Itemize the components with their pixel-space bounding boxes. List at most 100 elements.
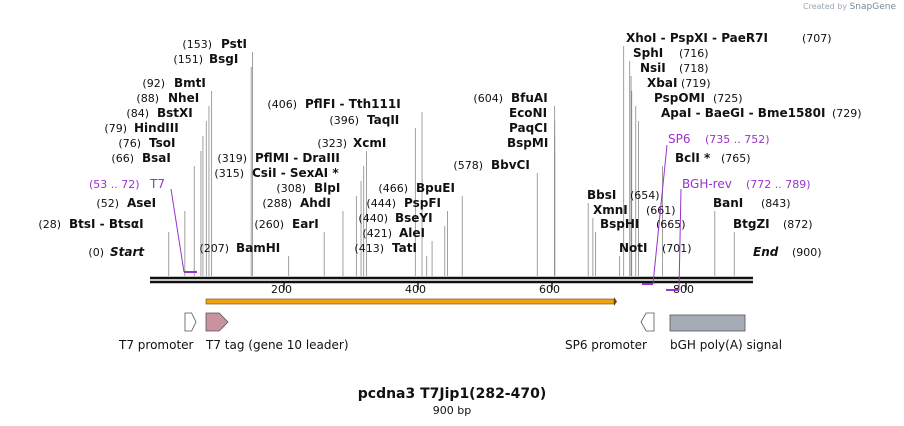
watermark-brand: SnapGene (849, 2, 896, 12)
site-position: (444) (366, 197, 396, 210)
site-bmti: BmtI (92) (142, 76, 213, 276)
restriction-sites: PstI(153)BsgI(151)BmtI(92)NheI(88)BstXI(… (38, 31, 862, 276)
site-bseyi: BseYI(440) (358, 211, 446, 276)
site-bsphi: BspHI(665) (595, 217, 686, 276)
site-name: BfuAI (511, 91, 548, 105)
site-name: BtsI - BtsαI (69, 217, 144, 231)
site-name: PspFI (404, 196, 441, 210)
site-name: AhdI (300, 196, 331, 210)
site-asei: AseI(52) (96, 196, 186, 276)
site-position: (319) (217, 152, 247, 165)
site-position: (665) (656, 218, 686, 231)
site-hindiii: HindIII(79) (104, 121, 204, 276)
endpoint-label: Start (110, 245, 145, 259)
site-name: PaqCI (509, 121, 547, 135)
site-name: TsoI (149, 136, 175, 150)
site-position: (323) (317, 137, 347, 150)
site-name: BstXI (157, 106, 193, 120)
watermark-prefix: Created by (803, 2, 848, 11)
site-apai-baegi-bme1580i: ApaI - BaeGI - Bme1580I(729) (638, 106, 862, 276)
site-position: (396) (329, 114, 359, 127)
primer-bgh-rev: BGH-rev(772 .. 789) (666, 177, 811, 291)
site-pflfi-tth111i: PflFI - Tth111I(406) (267, 97, 423, 276)
site-blpi: BlpI (308) (276, 181, 357, 276)
site-name: BspMI (507, 136, 548, 150)
site-xbai: XbaI(719) (631, 76, 711, 276)
site-xmni: XmnI(661) (592, 203, 676, 276)
site-bcli: BclI *(765) (662, 151, 751, 276)
tick-label: 400 (405, 283, 426, 296)
feature-t7-promoter: T7 promoter (118, 312, 197, 352)
site-name: XcmI (353, 136, 386, 150)
site-position: (701) (662, 242, 692, 255)
site-eari: EarI (260) (254, 217, 325, 276)
site-position: (260) (254, 218, 284, 231)
site-btgzi: BtgZI(872) (733, 217, 813, 276)
site-position: (28) (38, 218, 61, 231)
site-noti: NotI (701) (619, 241, 692, 276)
endpoint-end: End(900) (753, 245, 822, 259)
site-position: (718) (679, 62, 709, 75)
site-position: (92) (142, 77, 165, 90)
primer-leader (170, 188, 185, 273)
site-name: BmtI (174, 76, 206, 90)
site-bamhi: BamHI (207) (199, 241, 290, 276)
site-name: CsiI - SexAI * (252, 166, 339, 180)
site-name: BlpI (314, 181, 340, 195)
site-bbvci: BbvCI(578) (453, 158, 538, 276)
tick-label: 800 (673, 283, 694, 296)
site-nhei: NheI (88) (136, 91, 210, 276)
site-position: (421) (362, 227, 392, 240)
site-position: (466) (378, 182, 408, 195)
site-name: PflFI - Tth111I (305, 97, 401, 111)
primer-range: (53 .. 72) (89, 178, 140, 191)
site-name: BamHI (236, 241, 280, 255)
site-name: BsaI (142, 151, 171, 165)
site-name: TatI (392, 241, 417, 255)
endpoint-position: (0) (88, 246, 104, 259)
site-name: NotI (619, 241, 648, 255)
primer-leader (678, 188, 682, 291)
primer-range: (735 .. 752) (705, 133, 770, 146)
site-name: EarI (292, 217, 319, 231)
site-name: ApaI - BaeGI - Bme1580I (661, 106, 825, 120)
site-position: (66) (111, 152, 134, 165)
site-pflmi-draiii: PflMI - DraIII(319) (217, 151, 365, 276)
site-name: PspOMI (654, 91, 705, 105)
feature-arrow (205, 312, 229, 332)
site-position: (88) (136, 92, 159, 105)
primer-name: BGH-rev (682, 177, 732, 191)
site-position: (52) (96, 197, 119, 210)
feature-box (669, 314, 746, 332)
site-position: (207) (199, 242, 229, 255)
site-xhoi-pspxi-paer7i: XhoI - PspXI - PaeR7I(707) (623, 31, 832, 276)
map-title: pcdna3 T7Jip1(282-470) (357, 386, 547, 402)
site-position: (413) (354, 242, 384, 255)
site-bsai: BsaI (66) (111, 151, 195, 276)
site-name: NheI (168, 91, 199, 105)
site-position: (315) (214, 167, 244, 180)
site-position: (151) (173, 53, 203, 66)
tick-label: 600 (539, 283, 560, 296)
feature-label: T7 promoter (118, 338, 194, 352)
site-name: AleI (399, 226, 425, 240)
sequence-backbone (150, 276, 753, 284)
site-alei: AleI (421) (362, 226, 433, 276)
site-name: EcoNI (509, 106, 547, 120)
site-position: (654) (630, 189, 660, 202)
site-name: NsiI (640, 61, 666, 75)
site-position: (308) (276, 182, 306, 195)
site-position: (872) (783, 218, 813, 231)
site-pspomi: PspOMI(725) (635, 91, 743, 276)
feature-arrow (184, 312, 197, 332)
site-name: BclI * (675, 151, 711, 165)
site-name: BanI (713, 196, 743, 210)
site-bsgi: BsgI(151) (173, 52, 252, 276)
site-position: (440) (358, 212, 388, 225)
site-name: BpuEI (416, 181, 455, 195)
site-bpuei: BpuEI (466) (378, 181, 463, 276)
site-position: (578) (453, 159, 483, 172)
site-position: (153) (182, 38, 212, 51)
